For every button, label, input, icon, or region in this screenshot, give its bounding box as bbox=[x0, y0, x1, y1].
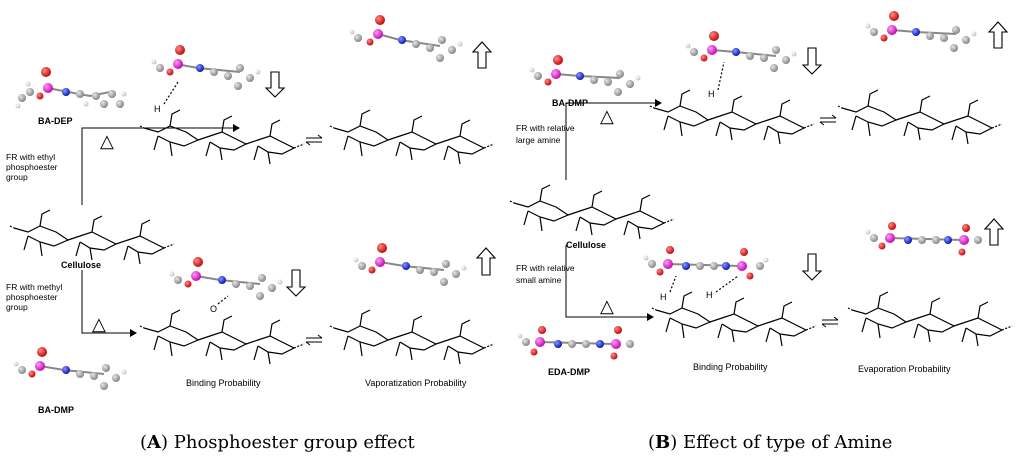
ba-dmp-label-b: BA-DMP bbox=[552, 98, 588, 108]
down-arrow-b-lower bbox=[801, 253, 823, 281]
ba-dmp-molecule-b bbox=[529, 55, 641, 96]
route-a-upper-line-3: group bbox=[6, 172, 28, 182]
route-arrow-a-upper bbox=[233, 124, 240, 132]
up-arrow-b-lower bbox=[983, 218, 1005, 246]
ba-dep-vapor-molecule bbox=[349, 15, 463, 62]
hydrogen-label-a: H bbox=[154, 104, 161, 114]
hydrogen-bond-b-lower-1 bbox=[669, 275, 677, 293]
route-arrow-b-upper bbox=[655, 99, 662, 107]
cellulose-free-b-upper bbox=[837, 89, 1003, 145]
ba-dmp-molecule-a bbox=[13, 347, 127, 390]
cellulose-structure-b bbox=[509, 184, 675, 240]
heat-triangle-b-upper: △ bbox=[600, 106, 614, 126]
hydrogen-bond-b-upper bbox=[717, 61, 725, 91]
route-b-lower-line-2: small amine bbox=[516, 275, 562, 285]
hydrogen-bond-a-upper bbox=[163, 81, 179, 105]
up-arrow-a-upper bbox=[471, 41, 493, 69]
panel-a: △ △ BA-DEP FR with ethyl phosphoester gr… bbox=[6, 15, 497, 453]
equilibrium-arrow-b-upper bbox=[819, 114, 837, 126]
caption-b-text: Effect of type of Amine bbox=[677, 432, 892, 453]
hydrogen-label-b-upper: H bbox=[708, 89, 715, 99]
ba-dep-bound-molecule bbox=[151, 45, 261, 90]
ba-dep-label: BA-DEP bbox=[38, 116, 73, 126]
equilibrium-arrow-a-upper bbox=[305, 134, 323, 146]
route-b-upper-line-2: large amine bbox=[516, 135, 561, 145]
up-arrow-a-lower bbox=[475, 247, 497, 276]
binding-probability-label-a: Binding Probability bbox=[186, 378, 261, 388]
caption-a-letter: A bbox=[146, 432, 162, 453]
cellulose-free-a-upper bbox=[329, 109, 495, 165]
caption-b-letter: B bbox=[655, 432, 670, 453]
heat-triangle-a-upper: △ bbox=[100, 131, 114, 151]
hydrogen-bond-a-lower bbox=[217, 295, 229, 305]
route-arrow-a-lower bbox=[130, 329, 137, 337]
ba-dep-molecule bbox=[15, 67, 127, 109]
hydrogen-label-b-lower-1: H bbox=[660, 292, 667, 302]
ba-dmp-bound-molecule-b bbox=[685, 31, 797, 72]
hydrogen-bond-b-lower-2 bbox=[715, 275, 739, 293]
cellulose-bound-b-lower bbox=[651, 291, 817, 347]
heat-triangle-a-lower: △ bbox=[92, 314, 106, 334]
eda-dmp-vapor-molecule bbox=[865, 222, 982, 256]
route-b-lower-line-1: FR with relative bbox=[516, 263, 575, 273]
ba-dmp-bound-molecule-a bbox=[169, 257, 283, 300]
route-a-lower-line-2: phosphoester bbox=[6, 292, 58, 302]
route-b-upper-line-1: FR with relative bbox=[516, 123, 575, 133]
route-line-a-upper bbox=[81, 127, 238, 205]
eda-dmp-molecule bbox=[517, 326, 634, 360]
ba-dmp-label-a: BA-DMP bbox=[38, 405, 74, 415]
route-line-b-lower bbox=[565, 245, 652, 318]
route-line-a-lower bbox=[81, 270, 135, 334]
route-a-upper-line-2: phosphoester bbox=[6, 162, 58, 172]
equilibrium-arrow-a-lower bbox=[305, 334, 323, 346]
cellulose-label-a: Cellulose bbox=[61, 260, 101, 270]
panel-b: △ △ BA-DMP FR with relative large amine … bbox=[509, 11, 1013, 453]
eda-dmp-label: EDA-DMP bbox=[548, 367, 590, 377]
caption-a-text: Phosphoester group effect bbox=[168, 432, 416, 453]
ba-dmp-vapor-molecule-b bbox=[865, 11, 977, 52]
evaporation-probability-label: Evaporation Probability bbox=[858, 364, 951, 374]
cellulose-free-a-lower bbox=[329, 309, 495, 365]
down-arrow-a-upper bbox=[264, 71, 286, 98]
cellulose-bound-a-lower bbox=[139, 309, 305, 365]
heat-triangle-b-lower: △ bbox=[600, 296, 614, 316]
caption-b: (B) Effect of type of Amine bbox=[648, 432, 892, 453]
oxygen-label-a-lower: O bbox=[210, 304, 217, 314]
cellulose-bound-a-upper bbox=[139, 109, 305, 165]
cellulose-structure-a bbox=[9, 209, 175, 265]
route-a-upper-line-1: FR with ethyl bbox=[6, 152, 55, 162]
route-a-lower-line-1: FR with methyl bbox=[6, 282, 62, 292]
eda-dmp-bound-molecule bbox=[643, 246, 769, 280]
ba-dmp-vapor-molecule-a bbox=[353, 243, 467, 286]
up-arrow-b-upper bbox=[987, 21, 1009, 49]
vaporatization-probability-label: Vaporatization Probability bbox=[365, 378, 467, 388]
cellulose-bound-b-upper bbox=[649, 89, 815, 145]
equilibrium-arrow-b-lower bbox=[821, 316, 839, 328]
caption-a: (A) Phosphoester group effect bbox=[140, 432, 416, 453]
cellulose-label-b: Cellulose bbox=[566, 240, 606, 250]
cellulose-free-b-lower bbox=[847, 291, 1013, 347]
route-line-b-upper bbox=[565, 102, 660, 180]
route-arrow-b-lower bbox=[647, 313, 654, 321]
route-a-lower-line-3: group bbox=[6, 302, 28, 312]
down-arrow-b-upper bbox=[801, 47, 823, 75]
hydrogen-label-b-lower-2: H bbox=[706, 290, 713, 300]
down-arrow-a-lower bbox=[285, 269, 307, 297]
binding-probability-label-b: Binding Probability bbox=[693, 362, 768, 372]
